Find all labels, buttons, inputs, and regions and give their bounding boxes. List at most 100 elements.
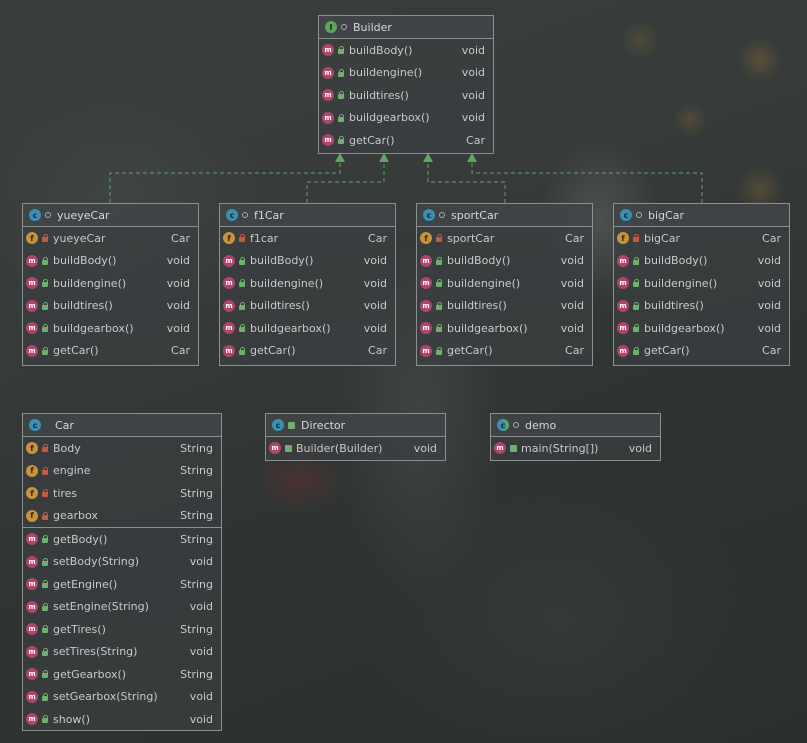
field-row[interactable]: f sportCar Car xyxy=(417,227,592,250)
method-name: show() xyxy=(53,712,91,726)
f1car-title: f1Car xyxy=(254,208,284,222)
return-type: void xyxy=(461,111,485,125)
field-icon: f xyxy=(26,487,38,500)
return-type: void xyxy=(189,712,213,726)
package-visibility-icon xyxy=(636,212,642,218)
private-icon xyxy=(41,489,49,498)
director-header[interactable]: c Director xyxy=(266,414,445,437)
yueyecar-header[interactable]: c yueyeCar xyxy=(23,204,198,227)
field-name: yueyeCar xyxy=(53,231,106,245)
method-name: buildBody() xyxy=(349,43,413,57)
return-type: void xyxy=(461,88,485,102)
field-type: Car xyxy=(368,231,387,245)
method-icon: m xyxy=(26,322,38,335)
field-row[interactable]: f f1car Car xyxy=(220,227,395,250)
field-type: String xyxy=(180,441,213,455)
car-header[interactable]: c Car xyxy=(23,414,221,437)
return-type: void xyxy=(363,276,387,290)
public-icon xyxy=(41,256,49,265)
method-row[interactable]: m show() void xyxy=(23,708,221,731)
field-icon: f xyxy=(26,442,38,455)
method-row[interactable]: m buildengine() void xyxy=(417,272,592,295)
private-icon xyxy=(41,466,49,475)
sportcar-header[interactable]: c sportCar xyxy=(417,204,592,227)
method-icon: m xyxy=(26,713,38,726)
edge-sportcar-builder xyxy=(427,159,506,203)
demo-header[interactable]: c demo xyxy=(491,414,660,437)
builder-header[interactable]: I Builder xyxy=(319,16,493,39)
field-row[interactable]: f bigCar Car xyxy=(614,227,789,250)
public-icon xyxy=(41,557,49,566)
method-icon: m xyxy=(420,277,432,290)
bigcar-header[interactable]: c bigCar xyxy=(614,204,789,227)
return-type: Car xyxy=(171,344,190,358)
runnable-class-icon: c xyxy=(497,419,509,431)
public-icon xyxy=(435,346,443,355)
field-row[interactable]: f yueyeCar Car xyxy=(23,227,198,250)
public-icon xyxy=(41,580,49,589)
field-icon: f xyxy=(26,464,38,477)
return-type: String xyxy=(180,532,213,546)
method-icon: m xyxy=(223,277,235,290)
return-type: String xyxy=(180,622,213,636)
f1car-header[interactable]: c f1Car xyxy=(220,204,395,227)
class-icon: c xyxy=(29,419,41,431)
return-type: void xyxy=(757,321,781,335)
method-icon: m xyxy=(420,322,432,335)
package-visibility-icon xyxy=(242,212,248,218)
return-type: void xyxy=(560,276,584,290)
method-icon: m xyxy=(26,623,38,636)
return-type: Car xyxy=(466,133,485,147)
method-name: buildengine() xyxy=(447,276,521,290)
sportcar-title: sportCar xyxy=(451,208,499,222)
